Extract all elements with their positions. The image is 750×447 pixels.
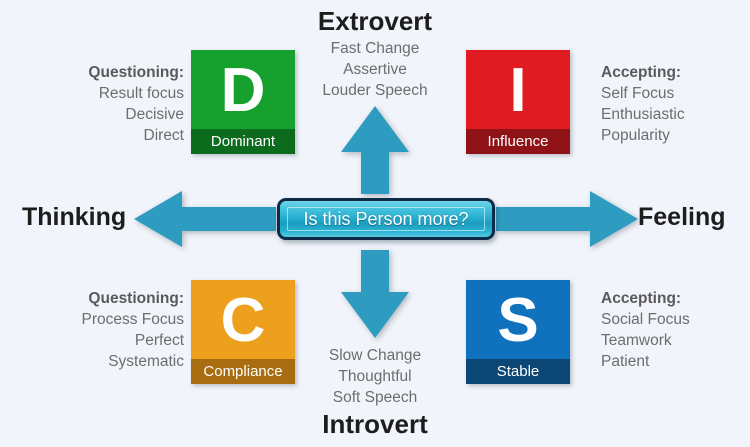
arrow-up-icon [341,106,409,194]
traits-heading: Questioning: [88,290,184,307]
disc-card-name: Dominant [191,129,295,154]
trait-item: Teamwork [601,332,672,349]
pole-traits-extrovert: Fast Change Assertive Louder Speech [0,38,750,101]
pole-trait: Slow Change [328,347,422,364]
trait-item: Decisive [125,106,184,123]
trait-item: Self Focus [601,85,675,102]
traits-heading: Questioning: [88,64,184,81]
trait-item: Social Focus [601,311,690,328]
trait-item: Direct [143,127,184,144]
disc-letter: D [220,56,266,125]
traits-stable: Accepting: Social Focus Teamwork Patient [601,288,690,372]
pole-trait: Soft Speech [332,389,418,406]
disc-card-name: Influence [466,129,570,154]
trait-item: Result focus [98,85,184,102]
disc-card-influence[interactable]: I Influence [466,50,570,154]
center-question-box[interactable]: Is this Person more? [277,198,495,240]
pole-trait: Assertive [343,61,407,78]
center-question-inner-border: Is this Person more? [287,207,485,231]
trait-item: Enthusiastic [601,106,685,123]
pole-title-extrovert: Extrovert [317,6,433,36]
pole-traits-introvert: Slow Change Thoughtful Soft Speech [0,345,750,408]
center-question-label: Is this Person more? [303,208,469,229]
pole-title-introvert: Introvert [322,409,428,439]
trait-item: Popularity [601,127,670,144]
pole-trait: Louder Speech [322,82,428,99]
disc-letter: I [509,56,527,125]
disc-card-name: Stable [466,359,570,384]
traits-influence: Accepting: Self Focus Enthusiastic Popul… [601,62,685,146]
disc-letter: S [497,286,539,355]
arrow-left-icon [134,191,276,247]
arrow-right-icon [496,191,638,247]
arrow-down-icon [341,250,409,338]
trait-item: Patient [601,353,650,370]
trait-item: Perfect [134,332,184,349]
traits-heading: Accepting: [601,64,682,81]
trait-item: Process Focus [81,311,184,328]
disc-letter: C [220,286,266,355]
pole-trait: Fast Change [330,40,420,57]
disc-card-name: Compliance [191,359,295,384]
pole-title-thinking: Thinking [22,203,127,231]
pole-trait: Thoughtful [338,368,412,385]
disc-card-compliance[interactable]: C Compliance [191,280,295,384]
traits-compliance: Questioning: Process Focus Perfect Syste… [81,288,184,372]
traits-heading: Accepting: [601,290,682,307]
disc-card-stable[interactable]: S Stable [466,280,570,384]
pole-title-feeling: Feeling [638,203,726,231]
trait-item: Systematic [108,353,184,370]
traits-dominant: Questioning: Result focus Decisive Direc… [88,62,184,146]
disc-card-dominant[interactable]: D Dominant [191,50,295,154]
